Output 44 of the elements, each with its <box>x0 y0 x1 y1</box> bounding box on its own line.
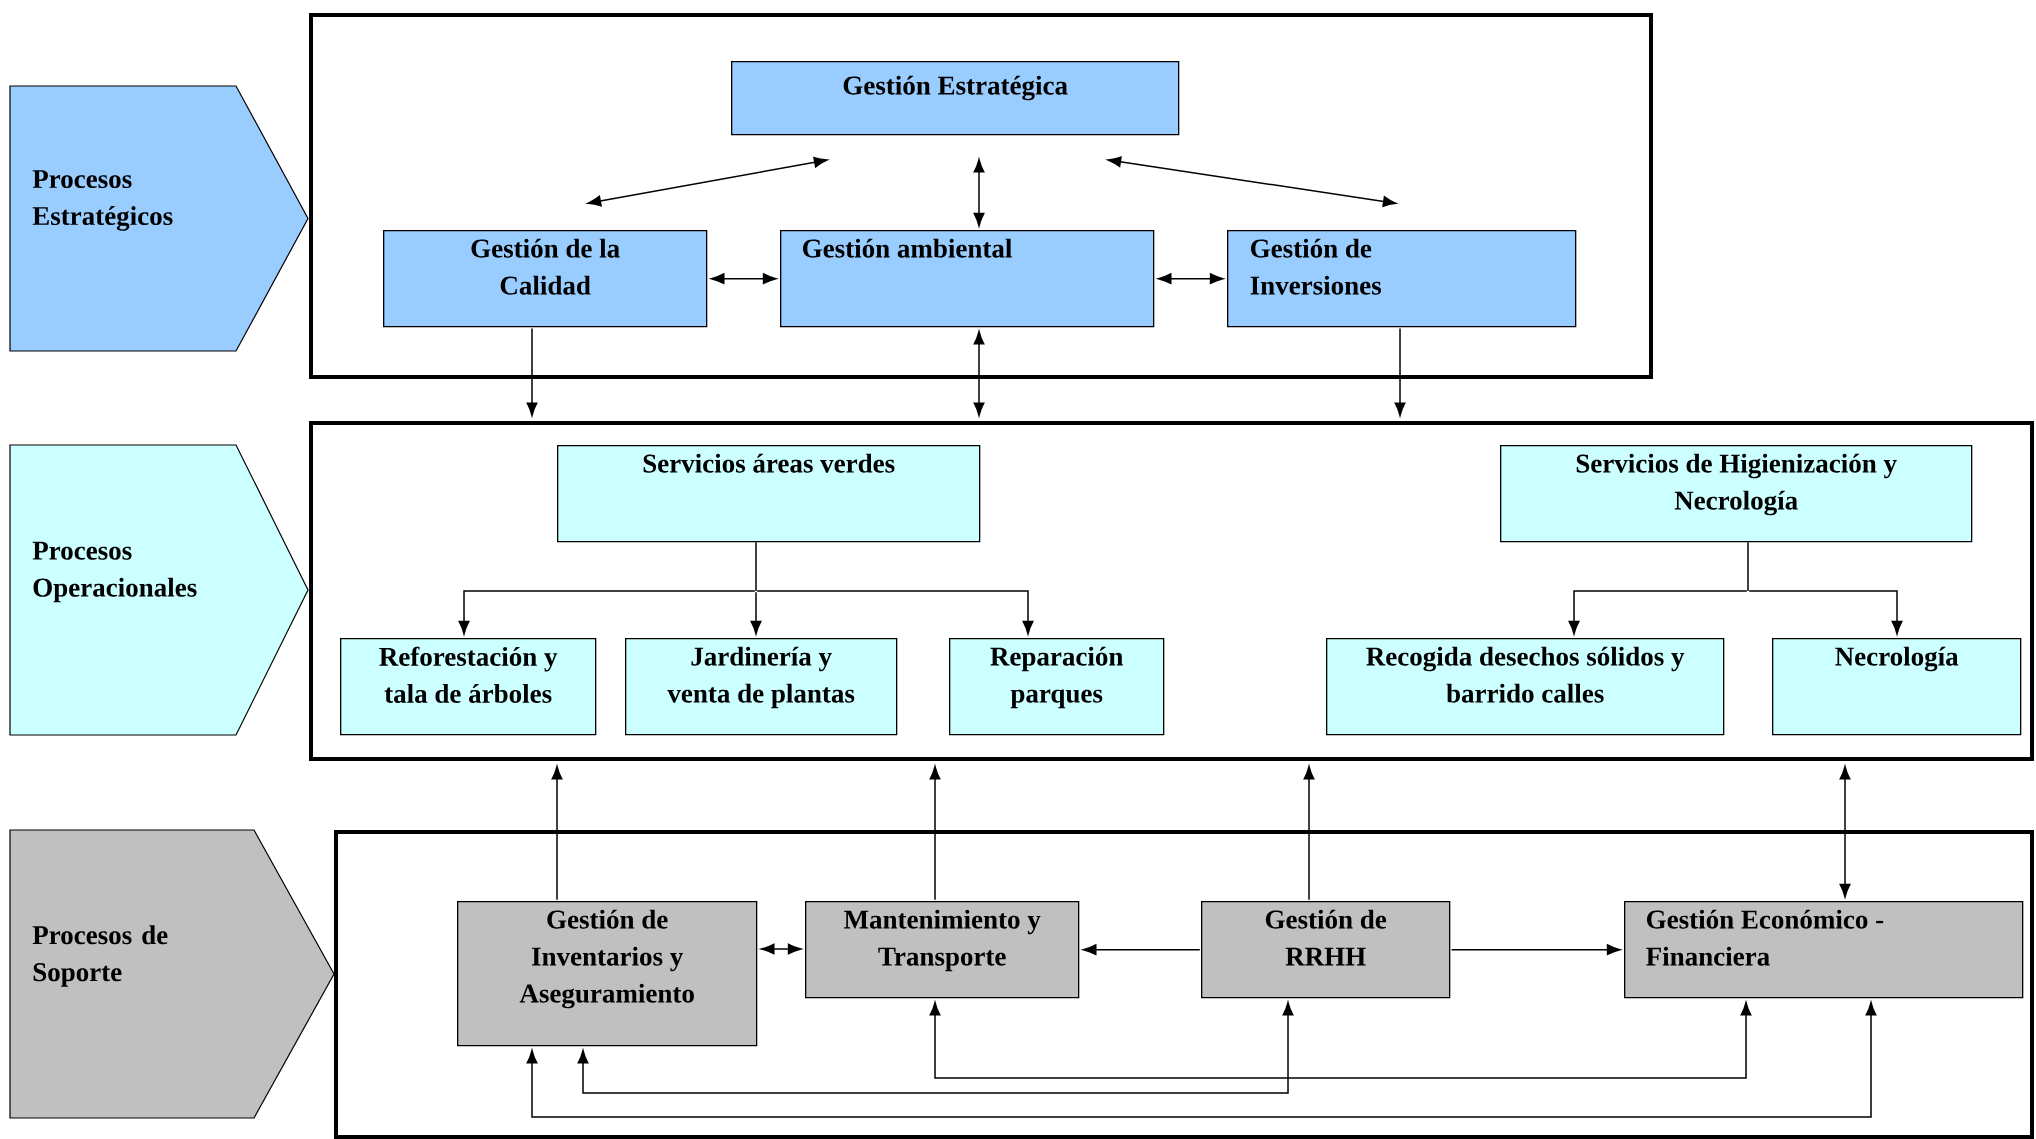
process-box: Recogida desechos sólidos y barrido calles <box>1326 638 1725 736</box>
process-box: Mantenimiento y Transporte <box>805 901 1080 999</box>
arrow <box>1748 590 1903 635</box>
arrow <box>551 765 563 901</box>
process-box: Reparación parques <box>949 638 1165 736</box>
arrow <box>526 1001 1877 1118</box>
arrow <box>1394 327 1406 417</box>
arrow <box>1303 765 1315 901</box>
arrow <box>526 327 538 417</box>
process-box: Gestión ambiental <box>780 230 1155 328</box>
arrow <box>1082 944 1201 956</box>
arrow <box>973 330 985 417</box>
frame <box>309 13 1653 379</box>
arrow <box>1839 765 1851 898</box>
arrow <box>458 590 756 635</box>
arrow <box>1157 273 1224 285</box>
process-box: Gestión Estratégica <box>731 61 1180 136</box>
process-box: Gestión de RRHH <box>1201 901 1451 999</box>
chevron: Procesos de Soporte <box>9 829 335 1119</box>
arrow <box>760 943 802 955</box>
arrow <box>1107 156 1397 207</box>
arrow <box>577 1001 1294 1094</box>
chevron: Procesos Estratégicos <box>9 85 309 352</box>
process-box: Gestión de Inventarios y Aseguramiento <box>457 901 758 1047</box>
arrow <box>929 1001 1752 1079</box>
process-box: Jardinería y venta de plantas <box>625 638 898 736</box>
frame <box>334 830 2034 1139</box>
process-box: Gestión Económico - Financiera <box>1624 901 2024 999</box>
process-box: Reforestación y tala de árboles <box>340 638 597 736</box>
arrow <box>756 590 1034 635</box>
arrow <box>587 156 828 207</box>
arrow <box>710 273 777 285</box>
arrow <box>1568 590 1748 635</box>
chevron: Procesos Operacionales <box>9 444 309 736</box>
process-box: Servicios áreas verdes <box>557 445 981 543</box>
process-box: Necrología <box>1772 638 2022 736</box>
arrow <box>750 591 762 635</box>
arrow <box>1450 944 1621 956</box>
arrow <box>973 158 985 227</box>
frame <box>309 421 2034 761</box>
process-box: Gestión de Inversiones <box>1227 230 1577 328</box>
process-box: Servicios de Higienización y Necrología <box>1500 445 1973 543</box>
arrow <box>929 765 941 901</box>
process-box: Gestión de la Calidad <box>383 230 708 328</box>
